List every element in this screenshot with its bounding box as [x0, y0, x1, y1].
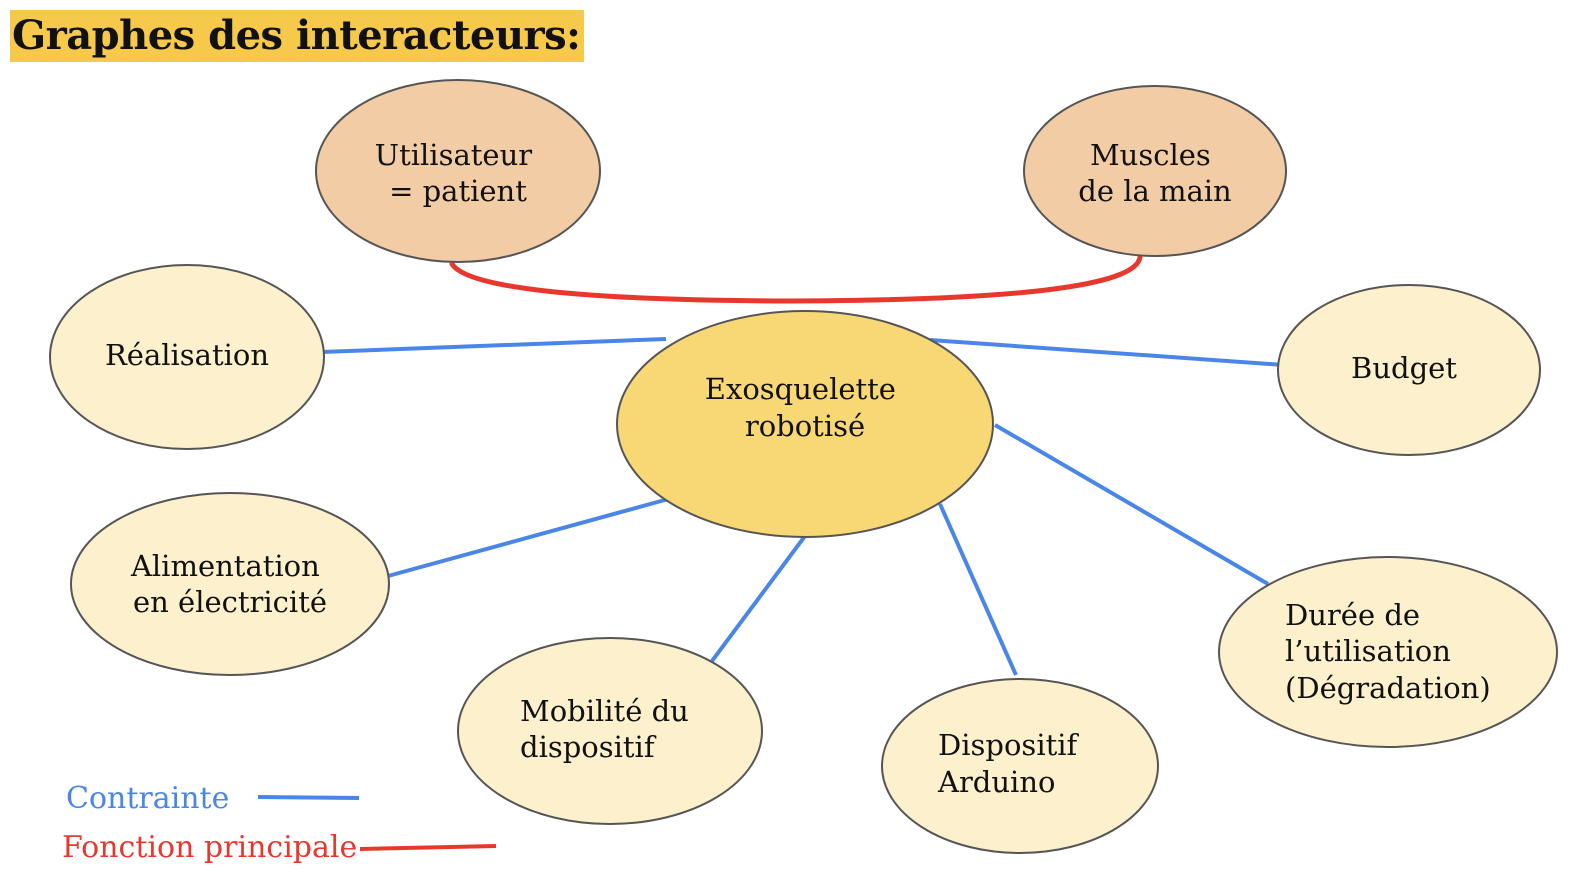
node-muscles-label-line: de la main: [1078, 174, 1231, 208]
node-muscles-label-line: Muscles: [1090, 138, 1211, 172]
svg-text:Muscles de la main: Muscles de la main: [1078, 138, 1231, 208]
svg-text:Alimentation en électric: Alimentation en électricité: [130, 549, 329, 619]
diagram-title: Graphes des interacteurs:: [10, 10, 585, 62]
node-mobilite-label-line: dispositif: [520, 730, 657, 764]
node-alimentation-shape: [70, 492, 390, 676]
node-realisation: Réalisation: [49, 264, 325, 450]
legend-constraint-swatch: [257, 795, 360, 800]
svg-text:Exosquelette robotisé: Exosquelette robotisé: [705, 372, 905, 443]
svg-text:Dispositif Arduino: Dispositif Arduino: [937, 728, 1086, 799]
constraint-link-alimentation: [387, 496, 673, 578]
node-arduino-label-line: Dispositif: [938, 728, 1080, 762]
svg-text:Utilisateur = patient: Utilisateur = patient: [375, 138, 542, 208]
node-user: Utilisateur = patient: [315, 79, 601, 263]
node-budget-shape: [1277, 284, 1541, 456]
node-realisation-shape: [49, 264, 325, 450]
constraint-link-duree: [993, 423, 1270, 586]
constraint-link-mobilite: [710, 530, 810, 663]
links-layer: [321, 254, 1285, 676]
node-mobilite: Mobilité du dispositif: [457, 637, 763, 825]
node-arduino-shape: [881, 678, 1159, 854]
node-alimentation-label-line: en électricité: [133, 585, 327, 619]
node-alimentation-label-line: Alimentation: [130, 549, 320, 583]
constraint-link-budget: [929, 338, 1285, 367]
node-budget: Budget: [1277, 284, 1541, 456]
node-mobilite-label-line: Mobilité du: [520, 694, 689, 728]
node-center-shape: [616, 310, 994, 538]
legend-main-function-swatch: [359, 844, 497, 851]
constraint-link-realisation: [321, 337, 667, 354]
legend-constraint-label: Contrainte: [66, 781, 229, 816]
legend: Contrainte Fonction principale: [62, 781, 497, 865]
node-muscles-shape: [1023, 85, 1287, 257]
node-user-shape: [315, 79, 601, 263]
svg-text:Budget: Budget: [1351, 351, 1457, 385]
node-muscles: Muscles de la main: [1023, 85, 1287, 257]
node-center: Exosquelette robotisé: [616, 310, 994, 538]
svg-text:Mobilité du dispositif: Mobilité du dispositif: [520, 694, 698, 764]
node-mobilite-shape: [457, 637, 763, 825]
svg-text:Durée de l’utilisation: Durée de l’utilisation (Dégradation): [1285, 598, 1491, 705]
node-alimentation: Alimentation en électricité: [70, 492, 390, 676]
constraint-link-arduino: [938, 503, 1018, 676]
node-realisation-label-line: Réalisation: [105, 338, 269, 372]
node-arduino-label-line: Arduino: [937, 765, 1055, 799]
node-center-label-line: robotisé: [745, 409, 865, 443]
node-duree-label-line: l’utilisation: [1285, 634, 1451, 668]
node-duree-shape: [1218, 556, 1558, 748]
node-user-label-line: = patient: [389, 174, 527, 208]
node-user-label-line: Utilisateur: [375, 138, 533, 172]
node-budget-label-line: Budget: [1351, 351, 1457, 385]
svg-text:Réalisation: Réalisation: [105, 338, 269, 372]
node-arduino: Dispositif Arduino: [881, 678, 1159, 854]
node-duree-label-line: (Dégradation): [1285, 671, 1491, 705]
node-center-label-line: Exosquelette: [705, 372, 896, 406]
node-duree-label-line: Durée de: [1285, 598, 1420, 632]
node-duree: Durée de l’utilisation (Dégradation): [1218, 556, 1558, 748]
main-function-link-user-muscles: [449, 254, 1143, 304]
legend-main-function-label: Fonction principale: [62, 830, 357, 865]
